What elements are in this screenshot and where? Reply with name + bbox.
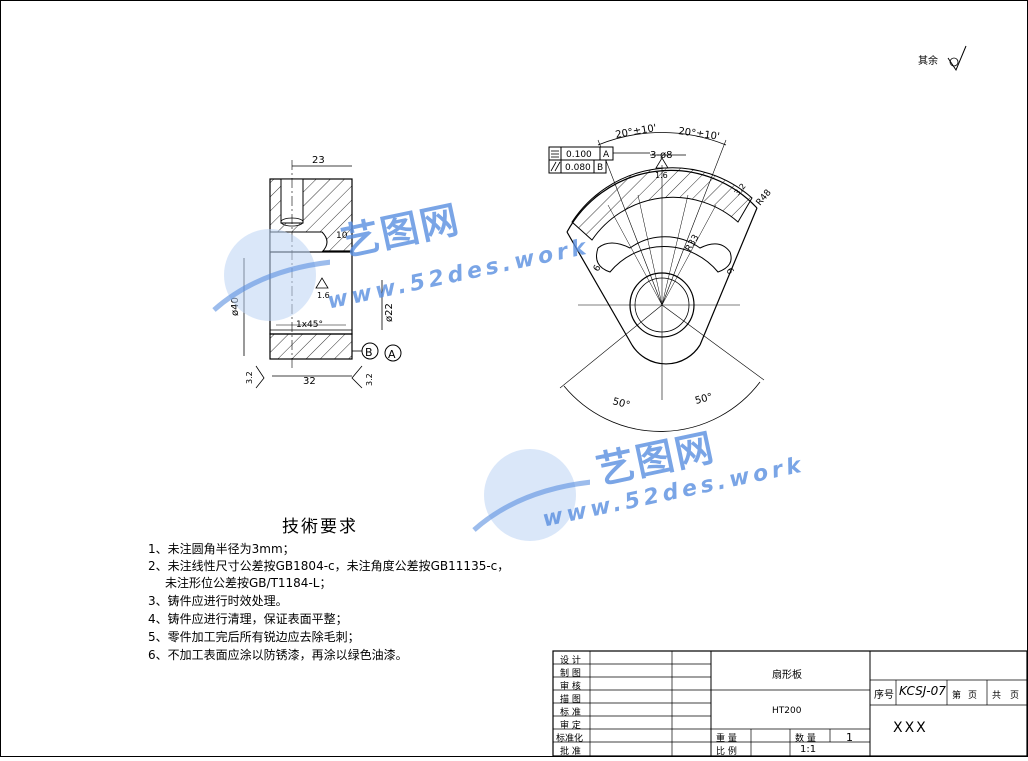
dim-10: 10 [336,231,348,241]
svg-text:6: 6 [592,263,604,273]
dim-32: 32 [303,376,316,387]
tolerance-frames: 0.100 A 0.080 B [548,146,650,174]
section-view: 23 10 ø40 ø22 1x45° 32 1.6 3.2 3.2 B A [230,155,402,389]
svg-text:B: B [597,163,603,173]
part-name: 扇形板 [772,670,802,681]
requirements-title: 技術要求 [282,517,358,537]
datum-b-label: B [365,346,373,359]
sheet-label: 共 [992,691,1002,701]
svg-text:3.2: 3.2 [365,373,374,386]
tb-row-label: 描 图 [560,695,581,705]
roughness-symbol-icon [947,45,967,72]
svg-text:1.6: 1.6 [317,291,330,300]
tb-row-label: 批 准 [560,747,581,757]
svg-text:6: 6 [723,267,735,277]
scale-value: 1:1 [800,744,817,755]
sheet-label: 第 [952,691,962,701]
drawing-number: KCSJ-07 [899,684,946,698]
holes-label: 3-ø8 [650,150,672,161]
tb-row-label: 审 核 [560,682,581,692]
company-name: XXX [893,720,928,736]
angle-50-left: 50° [611,396,631,411]
radius-48: R48 [755,188,774,208]
datum-a-circle [384,344,402,362]
scale-label: 比 例 [716,747,737,757]
sheet-label: 页 [1010,691,1020,701]
title-block [552,650,1028,757]
requirement-item: 2、未注线性尺寸公差按GB1804-c，未注角度公差按GB11135-c， [148,559,510,573]
svg-text:A: A [603,150,610,160]
dim-40: ø40 [230,297,241,316]
material: HT200 [772,706,802,716]
svg-text:1.6: 1.6 [655,171,668,180]
qty-label: 数 量 [795,734,816,744]
requirement-item: 6、不加工表面应涂以防锈漆，再涂以绿色油漆。 [148,648,408,662]
chamfer-dim: 1x45° [296,320,323,330]
weight-label: 重 量 [716,734,737,744]
tolerance-1-value: 0.100 [566,150,592,160]
svg-text:其余: 其余 [918,54,938,67]
angle-50-right: 50° [694,392,714,407]
angle-20-left: 20°±10' [615,123,658,141]
requirement-item: 3、铸件应进行时效处理。 [148,594,288,608]
tb-row-label: 审 定 [560,721,581,731]
angle-20-right: 20°±10' [678,126,721,143]
tolerance-2-value: 0.080 [565,163,591,173]
seq-label: 序号 [874,690,894,701]
general-roughness-note: 其余 [918,45,967,72]
requirement-item: 5、零件加工完后所有锐边应去除毛刺； [148,630,360,644]
requirement-item: 1、未注圆角半径为3mm； [148,542,295,556]
svg-text:3.2: 3.2 [245,371,254,384]
requirement-item: 未注形位公差按GB/T1184-L； [165,576,332,590]
tb-row-label: 设 计 [560,656,581,666]
dim-22: ø22 [384,303,395,322]
tb-row-label: 标 准 [560,708,581,718]
datum-a-label: A [388,348,396,361]
datum-b-circle [361,342,379,360]
tb-row-label: 制 图 [560,669,581,679]
tb-row-label: 标准化 [556,734,584,744]
qty-value: 1 [846,731,853,744]
dim-23: 23 [312,155,325,166]
sheet-label: 页 [968,691,978,701]
requirement-item: 4、铸件应进行清理，保证表面平整； [148,612,348,626]
